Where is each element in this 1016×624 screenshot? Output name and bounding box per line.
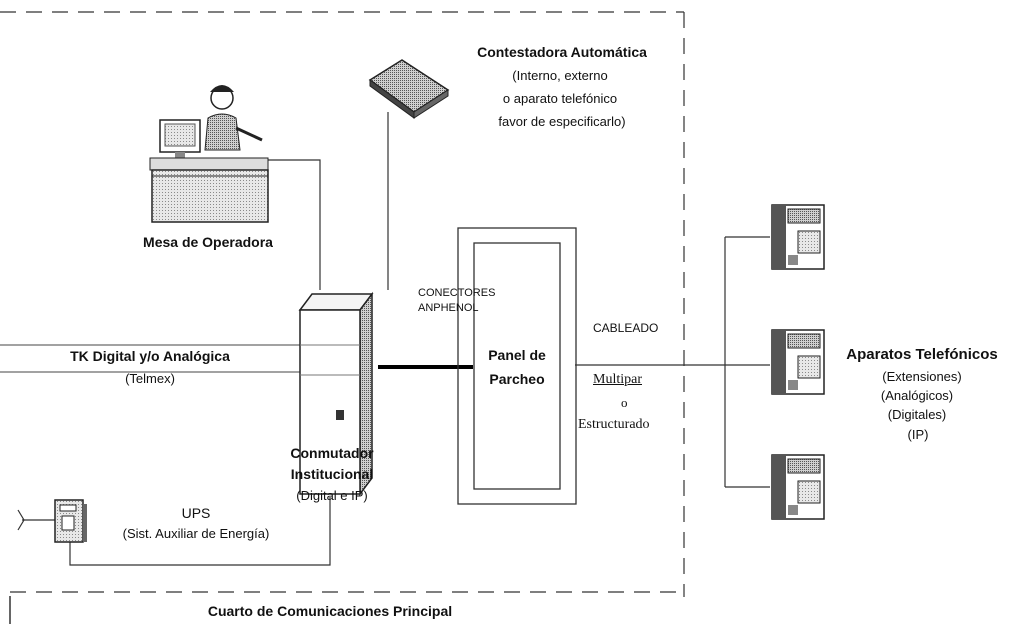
cabling-multipair: Multipar: [593, 372, 642, 387]
phone-icon-bottom: [771, 454, 825, 520]
operator-desk-icon: [149, 85, 269, 223]
phone-icon-top: [771, 204, 825, 270]
answering-machine-note-1: (Interno, externo: [512, 68, 608, 83]
connectors-label-1: CONECTORES: [418, 287, 496, 299]
phones-ip: (IP): [907, 427, 929, 442]
phones-title: Aparatos Telefónicos: [846, 346, 998, 363]
patch-panel-label-1: Panel de: [488, 347, 546, 363]
patch-panel-shape: [457, 227, 577, 505]
connection-lines: [17, 112, 770, 566]
pbx-cabinet-icon: [298, 291, 374, 497]
switch-label-3: (Digital e IP): [296, 488, 368, 503]
phones-digital: (Digitales): [887, 407, 947, 422]
room-label: Cuarto de Comunicaciones Principal: [207, 603, 453, 619]
answering-machine-note-2: o aparato telefónico: [502, 91, 618, 106]
ups-icon: [54, 499, 87, 543]
ups-description: (Sist. Auxiliar de Energía): [122, 526, 270, 541]
trunk-provider: (Telmex): [125, 371, 175, 386]
cabling-structured: Estructurado: [578, 417, 650, 432]
operator-desk-label: Mesa de Operadora: [143, 234, 273, 250]
trunk-label: TK Digital y/o Analógica: [70, 348, 230, 364]
switch-label-2: Institucional: [290, 466, 374, 482]
switch-label-1: Conmutador: [290, 445, 374, 461]
answering-machine-title: Contestadora Automática: [477, 44, 647, 60]
ups-label: UPS: [181, 505, 211, 521]
phones-analog: (Analógicos): [880, 388, 954, 403]
phones-extensions: (Extensiones): [882, 369, 962, 384]
trunk-lines: [0, 344, 300, 373]
cabling-label: CABLEADO: [593, 321, 659, 335]
answering-machine-icon: [368, 59, 450, 119]
room-boundary: [0, 11, 685, 597]
patch-panel-label-2: Parcheo: [489, 371, 545, 387]
phone-icon-middle: [771, 329, 825, 395]
connectors-label-2: ANPHENOL: [418, 302, 479, 314]
answering-machine-note-3: favor de especificarlo): [498, 114, 626, 129]
cabling-or: o: [621, 395, 628, 410]
